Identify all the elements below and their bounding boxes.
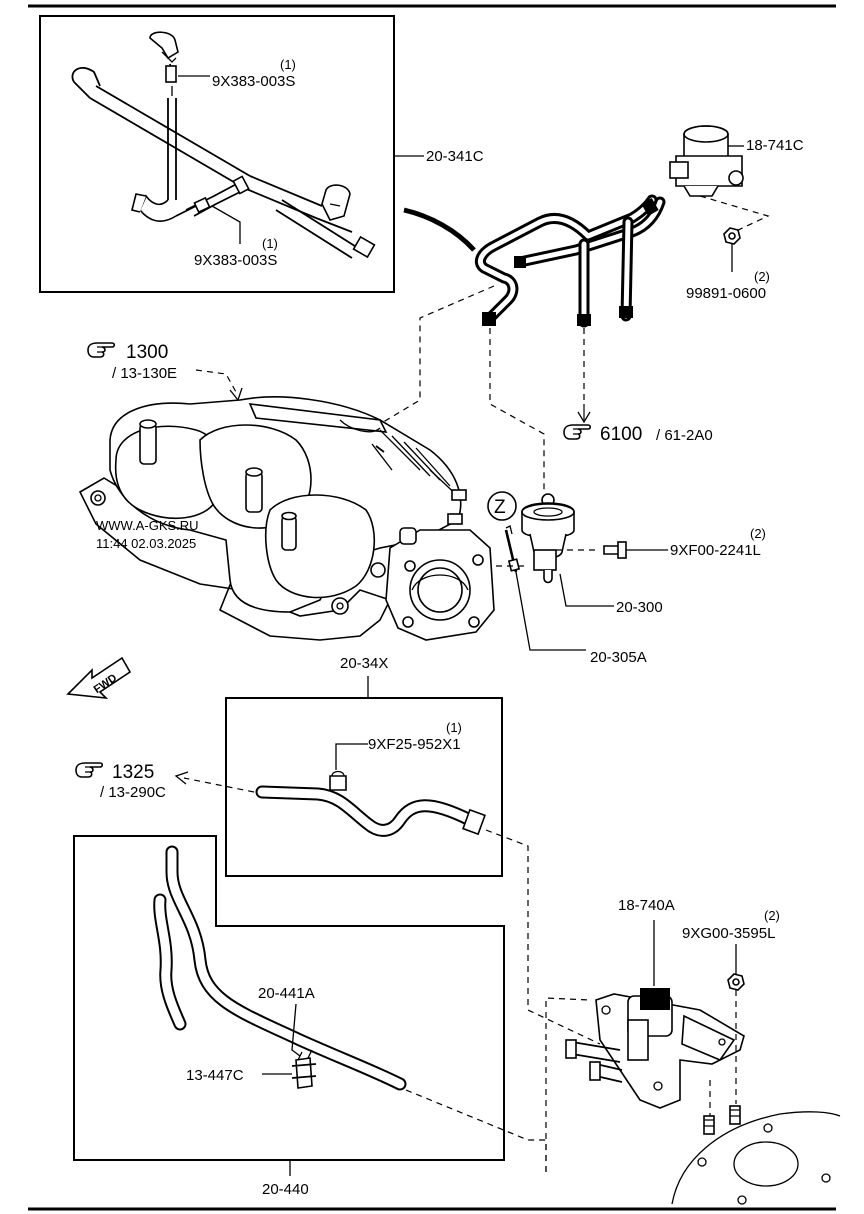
label-20-300: 20-300	[616, 599, 663, 616]
connection-arrow	[403, 207, 476, 252]
pcv-valve-20-300	[521, 493, 600, 584]
watermark-line2: 11:44 02.03.2025	[96, 536, 196, 551]
label-13-447C: 13-447C	[186, 1067, 244, 1084]
inset-box-20-34X	[225, 697, 503, 877]
label-18-740A: 18-740A	[618, 897, 675, 914]
label-18-741C: 18-741C	[746, 137, 804, 154]
label-20-34X: 20-34X	[340, 655, 388, 672]
qty-9X383-bottom: (1)	[262, 236, 278, 251]
qty-9XF25-952X1: (1)	[446, 720, 462, 735]
fwd-arrow-icon: FWD	[66, 656, 132, 700]
z-marker-circle	[487, 491, 517, 521]
ref-1300-sub: / 13-130E	[112, 365, 177, 382]
hand-pointer-icon	[87, 342, 116, 358]
ref-1325: 1325	[112, 762, 154, 783]
label-99891-0600: 99891-0600	[686, 285, 766, 302]
solenoid-valve-18-740A	[565, 920, 745, 1109]
nut-99891-0600	[723, 227, 741, 272]
hand-pointer-icon	[75, 762, 104, 778]
qty-9X383-top: (1)	[280, 57, 296, 72]
label-20-440: 20-440	[262, 1181, 309, 1198]
ref-6100-sub: / 61-2A0	[656, 427, 713, 444]
intake-manifold	[78, 396, 495, 641]
watermark-line1: WWW.A-GKS.RU	[96, 518, 199, 533]
qty-99891-0600: (2)	[754, 269, 770, 284]
hand-pointer-icon	[563, 424, 592, 440]
z-marker: Z	[494, 497, 506, 518]
hose-20-34X	[255, 770, 486, 837]
clip-13-447C	[291, 1049, 317, 1089]
nut-9XG00-3595L	[727, 944, 745, 991]
label-20-305A: 20-305A	[590, 649, 647, 666]
ref-1300: 1300	[126, 342, 168, 363]
pin-20-305A	[504, 525, 521, 573]
vacuum-pipe-assembly	[474, 194, 666, 328]
hose-assembly-20-341C	[39, 15, 424, 293]
inset-box-20-440	[73, 835, 505, 1161]
bolt-9XF00-2241L	[603, 541, 668, 559]
label-9XF25-952X1: 9XF25-952X1	[368, 736, 461, 753]
label-20-341C: 20-341C	[426, 148, 484, 165]
dash-panel	[671, 1105, 841, 1205]
inset-box-20-341C	[39, 15, 395, 293]
label-9XG00-3595L: 9XG00-3595L	[682, 925, 775, 942]
label-9XF00-2241L: 9XF00-2241L	[670, 542, 761, 559]
qty-9XF00-2241L: (2)	[750, 526, 766, 541]
ref-1325-sub: / 13-290C	[100, 784, 166, 801]
solenoid-valve-18-741C	[669, 125, 744, 197]
label-9X383-bottom: 9X383-003S	[194, 252, 277, 269]
label-9X383-top: 9X383-003S	[212, 73, 295, 90]
ref-6100: 6100	[600, 424, 642, 445]
qty-9XG00-3595L: (2)	[764, 908, 780, 923]
hose-20-441A	[153, 845, 407, 1091]
label-20-441A: 20-441A	[258, 985, 315, 1002]
